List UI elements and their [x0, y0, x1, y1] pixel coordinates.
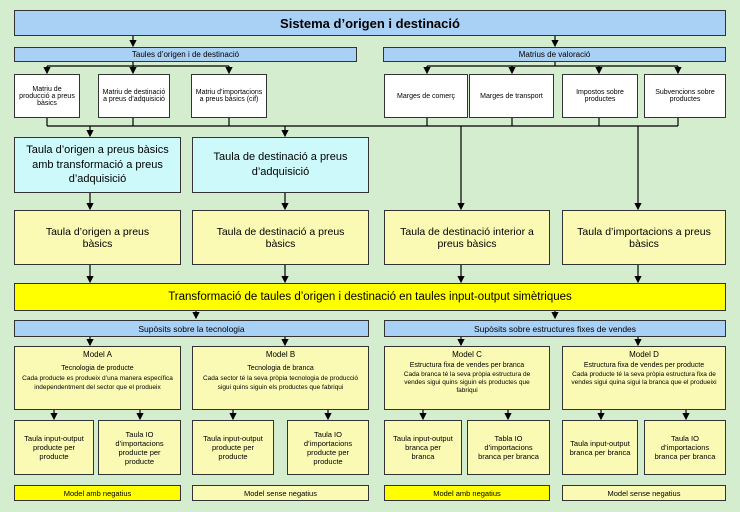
model-d-description: Cada producte té la seva pròpia estructu… — [571, 371, 717, 387]
model-b-description: Cada sector té la seva pròpia tecnologia… — [202, 375, 358, 391]
model-c-title: Model C — [452, 350, 482, 359]
model-a-description: Cada producte es produeix d’una manera e… — [22, 375, 173, 391]
imports-table-basic: Taula d’importacions a preus bàsics — [562, 210, 726, 265]
model-c-subtitle: Estructura fixa de vendes per branca — [409, 362, 525, 369]
result-table-b2: Taula IO d’importacions producte per pro… — [287, 420, 369, 475]
model-c-description: Cada branca té la seva pròpia estructura… — [403, 371, 531, 395]
model-a: Model A Tecnologia de producte Cada prod… — [14, 346, 181, 410]
result-table-a1: Taula input-output producte per producte — [14, 420, 94, 475]
matrix-taxes-on-products: Impostos sobre productes — [562, 74, 638, 118]
origin-table-transformed: Taula d’origen a preus bàsics amb transf… — [14, 137, 181, 193]
model-b-title: Model B — [265, 350, 296, 359]
origin-table-basic: Taula d’origen a preus bàsics — [14, 210, 181, 265]
footer-model-without-negatives-right: Model sense negatius — [562, 485, 726, 501]
destination-table-basic: Taula de destinació a preus bàsics — [192, 210, 369, 265]
domestic-destination-table-basic: Taula de destinació interior a preus bàs… — [384, 210, 550, 265]
result-table-b1: Taula input-output producte per producte — [192, 420, 274, 475]
model-d-subtitle: Estructura fixa de vendes per producte — [583, 362, 705, 369]
result-table-a2: Taula IO d’importacions producte per pro… — [98, 420, 181, 475]
header-valuation-matrices: Matrius de valoració — [383, 47, 726, 62]
model-b-subtitle: Tecnologia de branca — [247, 365, 314, 372]
matrix-subsidies-on-products: Subvencions sobre productes — [644, 74, 726, 118]
matrix-transport-margins: Marges de transport — [469, 74, 554, 118]
model-b: Model B Tecnologia de branca Cada sector… — [192, 346, 369, 410]
model-a-subtitle: Tecnologia de producte — [61, 365, 134, 372]
matrix-production-basic-prices: Matriu de producció a preus bàsics — [14, 74, 80, 118]
technology-assumptions: Supòsits sobre la tecnologia — [14, 320, 369, 337]
fixed-sales-assumptions: Supòsits sobre estructures fixes de vend… — [384, 320, 726, 337]
header-origin-destination-tables: Taules d’origen i de destinació — [14, 47, 357, 62]
footer-model-without-negatives-left: Model sense negatius — [192, 485, 369, 501]
footer-model-with-negatives-left: Model amb negatius — [14, 485, 181, 501]
matrix-destination-purchasers-prices: Matriu de destinació a preus d’adquisici… — [98, 74, 170, 118]
page-title: Sistema d’origen i destinació — [14, 10, 726, 36]
matrix-trade-margins: Marges de comerç — [384, 74, 468, 118]
destination-table-purchasers: Taula de destinació a preus d’adquisició — [192, 137, 369, 193]
result-table-c2: Tabla IO d’importacions branca per branc… — [467, 420, 550, 475]
result-table-d2: Taula IO d’importacions branca per branc… — [644, 420, 726, 475]
result-table-d1: Taula input-output branca per branca — [562, 420, 638, 475]
matrix-imports-basic-prices: Matriu d’importacions a preus bàsics (ci… — [191, 74, 267, 118]
result-table-c1: Taula input-output branca per branca — [384, 420, 462, 475]
model-d: Model D Estructura fixa de vendes per pr… — [562, 346, 726, 410]
model-a-title: Model A — [83, 350, 112, 359]
model-d-title: Model D — [629, 350, 659, 359]
transformation-banner: Transformació de taules d’origen i desti… — [14, 283, 726, 311]
footer-model-with-negatives-right: Model amb negatius — [384, 485, 550, 501]
model-c: Model C Estructura fixa de vendes per br… — [384, 346, 550, 410]
